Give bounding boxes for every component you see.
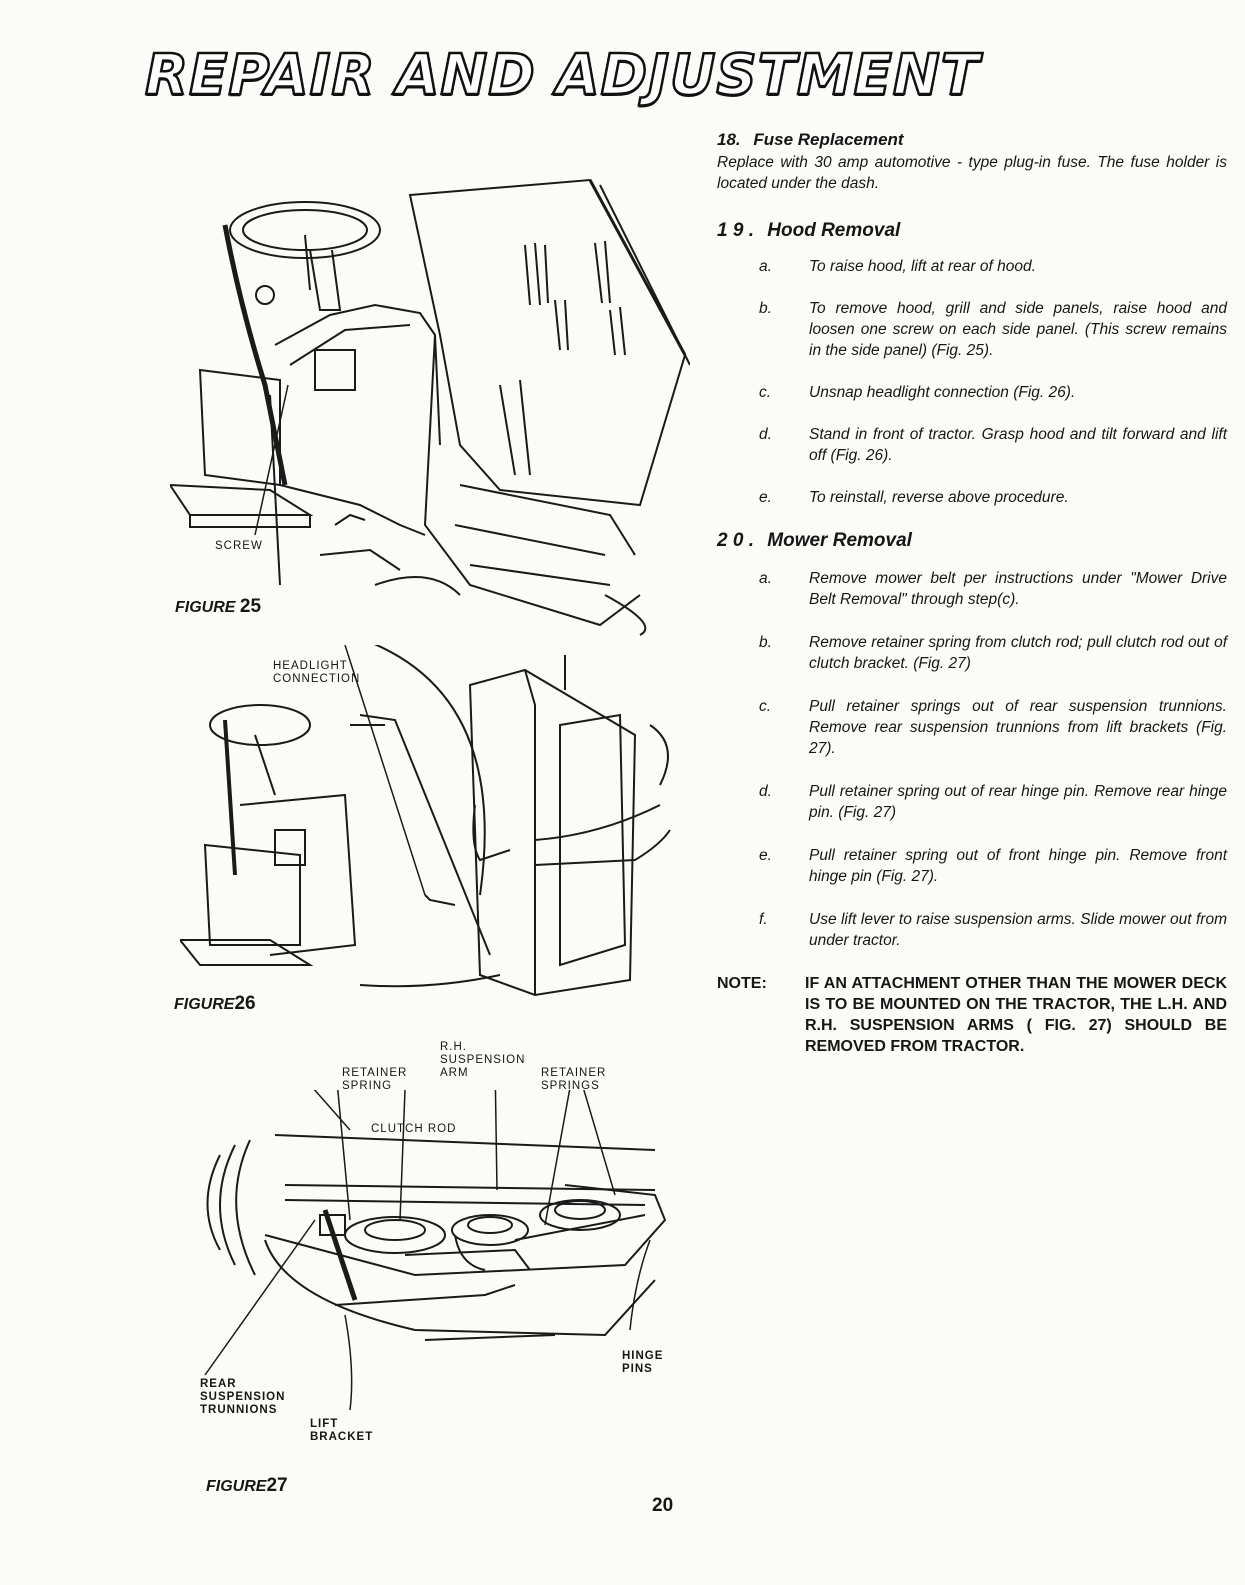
- step-letter: e.: [759, 489, 772, 506]
- step-letter: a.: [759, 570, 772, 587]
- step-text: Remove retainer spring from clutch rod; …: [809, 634, 1227, 672]
- step-text: Use lift lever to raise suspension arms.…: [809, 911, 1227, 949]
- figure-26-illustration: [180, 645, 671, 997]
- callout-headlight-connection: HEADLIGHT CONNECTION: [273, 660, 361, 685]
- step-item: b. Remove retainer spring from clutch ro…: [717, 632, 1227, 674]
- step-item: a. To raise hood, lift at rear of hood.: [717, 256, 1227, 277]
- section-mower-removal: 2 0 . Mower Removal a. Remove mower belt…: [717, 530, 1227, 951]
- section-title: Fuse Replacement: [753, 130, 904, 149]
- callout-lift-bracket: LIFT BRACKET: [310, 1418, 374, 1443]
- step-letter: c.: [759, 698, 772, 715]
- figure-25-caption-word: FIGURE: [175, 599, 236, 616]
- step-text: To remove hood, grill and side panels, r…: [809, 300, 1227, 359]
- figure-26-caption-number: 26: [234, 993, 256, 1014]
- page-number: 20: [652, 1495, 674, 1516]
- step-letter: a.: [759, 258, 772, 275]
- section-fuse-replacement: 18. Fuse Replacement Replace with 30 amp…: [717, 130, 1227, 194]
- figure-27-caption-number: 27: [266, 1475, 288, 1496]
- figure-27-caption-word: FIGURE: [206, 1478, 267, 1495]
- step-letter: c.: [759, 384, 772, 401]
- callout-retainer-spring: RETAINER SPRING: [342, 1067, 408, 1092]
- section-body: Replace with 30 amp automotive - type pl…: [717, 154, 1227, 192]
- callout-hinge-pins: HINGE PINS: [622, 1350, 664, 1375]
- figure-25-illustration: [170, 178, 690, 636]
- step-item: c. Pull retainer springs out of rear sus…: [717, 696, 1227, 759]
- callout-clutch-rod: CLUTCH ROD: [371, 1123, 457, 1135]
- step-text: Pull retainer spring out of front hinge …: [809, 847, 1227, 885]
- note-label: NOTE:: [717, 975, 767, 992]
- figure-26-caption: FIGURE26: [174, 993, 256, 1015]
- step-text: Remove mower belt per instructions under…: [809, 570, 1227, 608]
- note-text: IF AN ATTACHMENT OTHER THAN THE MOWER DE…: [805, 975, 1227, 1055]
- section-title: Mower Removal: [767, 530, 912, 551]
- figure-27-caption: FIGURE27: [206, 1475, 288, 1497]
- step-text: To raise hood, lift at rear of hood.: [809, 258, 1036, 275]
- step-item: f. Use lift lever to raise suspension ar…: [717, 909, 1227, 951]
- step-item: d. Stand in front of tractor. Grasp hood…: [717, 424, 1227, 466]
- step-item: c. Unsnap headlight connection (Fig. 26)…: [717, 382, 1227, 403]
- callout-rh-suspension-arm: R.H. SUSPENSION ARM: [440, 1041, 526, 1079]
- step-item: e. Pull retainer spring out of front hin…: [717, 845, 1227, 887]
- callout-rear-suspension-trunnions: REAR SUSPENSION TRUNNIONS: [200, 1378, 286, 1416]
- step-text: Pull retainer springs out of rear suspen…: [809, 698, 1227, 757]
- step-text: Unsnap headlight connection (Fig. 26).: [809, 384, 1076, 401]
- step-letter: d.: [759, 783, 772, 800]
- callout-retainer-springs: RETAINER SPRINGS: [541, 1067, 607, 1092]
- figure-25-caption: FIGURE 25: [175, 596, 261, 618]
- section-title: Hood Removal: [767, 220, 901, 241]
- step-letter: e.: [759, 847, 772, 864]
- step-item: e. To reinstall, reverse above procedure…: [717, 487, 1227, 508]
- callout-screw: SCREW: [215, 540, 263, 552]
- step-letter: f.: [759, 911, 768, 928]
- step-letter: b.: [759, 300, 772, 317]
- step-text: To reinstall, reverse above procedure.: [809, 489, 1069, 506]
- instructions-column: 18. Fuse Replacement Replace with 30 amp…: [717, 130, 1227, 1057]
- figure-25-caption-number: 25: [239, 596, 262, 617]
- section-heading: 18. Fuse Replacement: [717, 130, 1227, 150]
- step-item: a. Remove mower belt per instructions un…: [717, 568, 1227, 610]
- section-number: 18.: [717, 130, 741, 149]
- step-text: Stand in front of tractor. Grasp hood an…: [809, 426, 1227, 464]
- page-title: REPAIR AND ADJUSTMENT: [144, 43, 980, 108]
- step-item: d. Pull retainer spring out of rear hing…: [717, 781, 1227, 823]
- section-heading: 2 0 . Mower Removal: [717, 530, 1227, 552]
- step-text: Pull retainer spring out of rear hinge p…: [809, 783, 1227, 821]
- note-block: NOTE: IF AN ATTACHMENT OTHER THAN THE MO…: [717, 973, 1227, 1057]
- section-heading: 1 9 . Hood Removal: [717, 220, 1227, 242]
- section-number: 2 0 .: [717, 530, 754, 551]
- step-letter: d.: [759, 426, 772, 443]
- step-item: b. To remove hood, grill and side panels…: [717, 298, 1227, 361]
- section-number: 1 9 .: [717, 220, 754, 241]
- figure-26-caption-word: FIGURE: [174, 996, 235, 1013]
- steering-wheel: [229, 201, 381, 259]
- figure-27-illustration: [204, 1090, 667, 1411]
- section-hood-removal: 1 9 . Hood Removal a. To raise hood, lif…: [717, 220, 1227, 508]
- step-letter: b.: [759, 634, 772, 651]
